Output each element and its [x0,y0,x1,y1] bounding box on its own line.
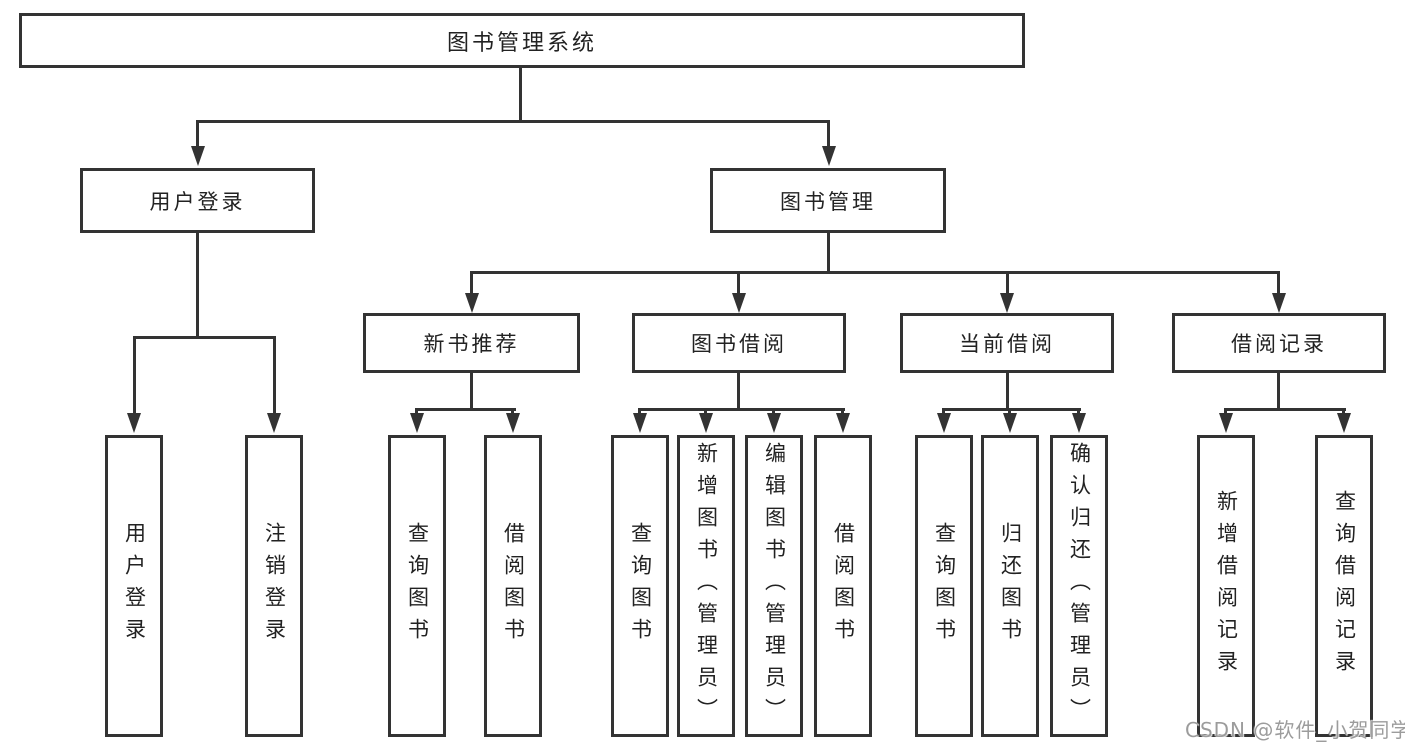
leaf-label: 借阅图书 [831,522,856,650]
arrow-down-icon [822,146,836,166]
leaf-add-books-admin: 新增图书（管理员） [677,435,735,737]
arrow-down-icon [191,146,205,166]
watermark: CSDN @软件_小贺同学 [1185,718,1405,742]
connector-line [737,373,740,411]
connector-line [196,120,199,148]
connector-line [737,271,740,295]
connector-line [638,408,641,416]
connector-line [1006,271,1009,295]
connector-line [415,408,418,416]
leaf-user-login: 用户登录 [105,435,163,737]
arrow-down-icon [410,413,424,433]
arrow-down-icon [937,413,951,433]
arrow-down-icon [267,413,281,433]
node-book-management: 图书管理 [710,168,946,233]
arrow-down-icon [633,413,647,433]
connector-line [133,336,136,415]
arrow-down-icon [1000,293,1014,313]
connector-line [827,120,830,148]
connector-line [196,120,830,123]
connector-line [470,373,473,411]
connector-line [827,233,830,274]
connector-line [1224,408,1227,416]
leaf-label: 查询图书 [628,522,653,650]
connector-line [1277,271,1280,295]
leaf-label: 查询图书 [405,522,430,650]
connector-line [511,408,514,416]
arrow-down-icon [699,413,713,433]
connector-line [704,408,707,416]
arrow-down-icon [1003,413,1017,433]
connector-line [519,68,522,120]
leaf-label: 归还图书 [998,522,1023,650]
arrow-down-icon [767,413,781,433]
arrow-down-icon [732,293,746,313]
arrow-down-icon [1219,413,1233,433]
leaf-label: 编辑图书（管理员） [762,442,787,730]
leaf-add-borrow-record: 新增借阅记录 [1197,435,1255,737]
connector-line [133,336,276,339]
leaf-return-books: 归还图书 [981,435,1039,737]
arrow-down-icon [465,293,479,313]
connector-line [470,271,1280,274]
connector-line [273,336,276,415]
connector-line [1008,408,1011,416]
connector-line [1277,373,1280,411]
arrow-down-icon [1272,293,1286,313]
connector-line [416,408,516,411]
leaf-borrow-books-recommend: 借阅图书 [484,435,542,737]
node-new-book-recommend: 新书推荐 [363,313,580,373]
leaf-label: 用户登录 [122,522,147,650]
node-book-borrowing: 图书借阅 [632,313,846,373]
arrow-down-icon [836,413,850,433]
leaf-query-books-recommend: 查询图书 [388,435,446,737]
connector-line [1224,408,1346,411]
node-user-login: 用户登录 [80,168,315,233]
leaf-query-books-borrowing: 查询图书 [611,435,669,737]
leaf-edit-books-admin: 编辑图书（管理员） [745,435,803,737]
connector-line [196,233,199,336]
leaf-query-borrow-record: 查询借阅记录 [1315,435,1373,737]
node-borrowing-records: 借阅记录 [1172,313,1386,373]
node-library-management-system: 图书管理系统 [19,13,1025,68]
arrow-down-icon [1337,413,1351,433]
leaf-logout: 注销登录 [245,435,303,737]
connector-line [1342,408,1345,416]
node-current-borrowing: 当前借阅 [900,313,1114,373]
leaf-query-books-current: 查询图书 [915,435,973,737]
arrow-down-icon [1072,413,1086,433]
leaf-confirm-return-admin: 确认归还（管理员） [1050,435,1108,737]
arrow-down-icon [506,413,520,433]
connector-line [1006,373,1009,411]
leaf-label: 查询借阅记录 [1332,490,1357,682]
leaf-label: 查询图书 [932,522,957,650]
connector-line [942,408,945,416]
connector-line [942,408,1081,411]
connector-line [841,408,844,416]
arrow-down-icon [127,413,141,433]
leaf-label: 确认归还（管理员） [1067,442,1092,730]
connector-line [772,408,775,416]
leaf-label: 新增借阅记录 [1214,490,1239,682]
leaf-label: 借阅图书 [501,522,526,650]
connector-line [638,408,845,411]
connector-line [470,271,473,295]
leaf-label: 新增图书（管理员） [694,442,719,730]
connector-line [1077,408,1080,416]
leaf-borrow-books-borrowing: 借阅图书 [814,435,872,737]
leaf-label: 注销登录 [262,522,287,650]
